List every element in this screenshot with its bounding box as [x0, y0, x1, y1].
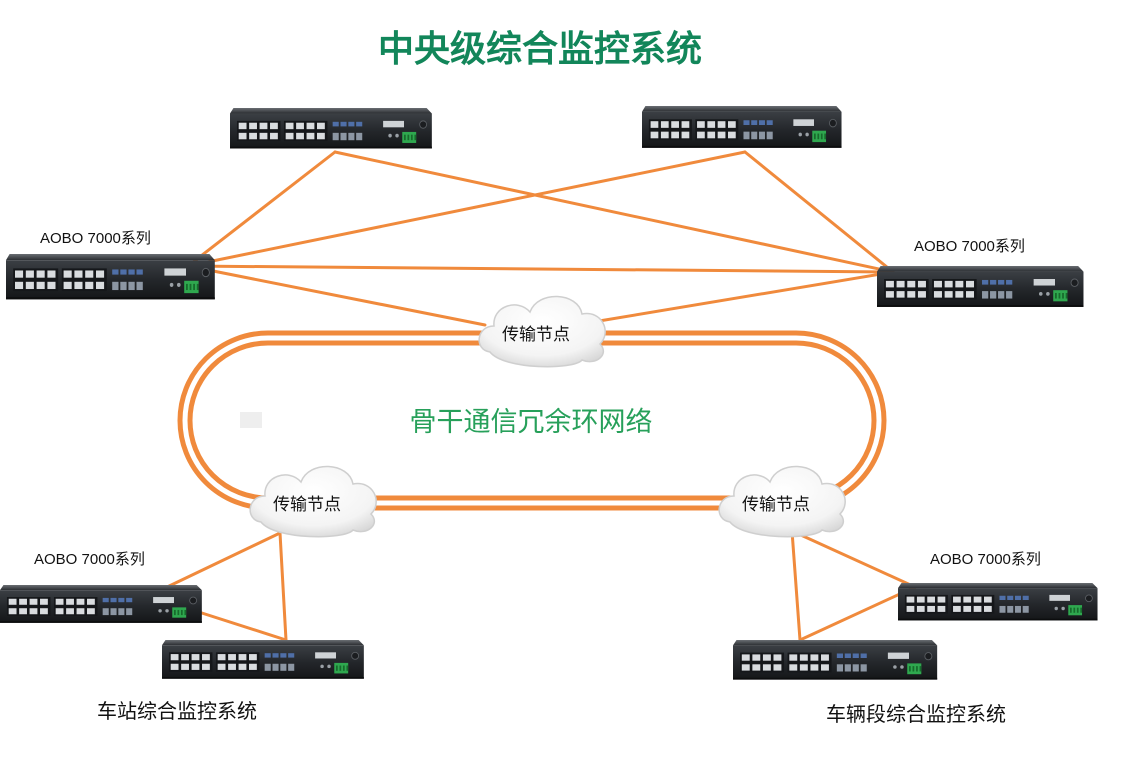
- switch-low-left-b: [161, 639, 365, 680]
- link-b: [186, 150, 747, 268]
- cloud-node-left: 传输节点: [249, 465, 377, 538]
- depot-links: [790, 529, 917, 642]
- switch-mid-left: [5, 253, 216, 300]
- link-a: [186, 150, 337, 268]
- depot-system-label: 车辆段综合监控系统: [826, 702, 1006, 726]
- switch-low-right-b: [732, 639, 938, 681]
- ring-placeholder-box: [240, 412, 262, 428]
- switch-mid-right: [876, 265, 1084, 308]
- link-f: [743, 150, 895, 274]
- link-c: [186, 264, 895, 274]
- switch-top-left: [229, 107, 433, 149]
- cloud-node-top: 传输节点: [478, 295, 606, 368]
- switch-top-right: [641, 105, 842, 149]
- link-g: [573, 270, 895, 327]
- switch-low-left-a: [0, 584, 203, 624]
- node-label: 传输节点: [273, 495, 341, 515]
- device-label-low-right: AOBO 7000系列: [930, 551, 1041, 568]
- station-system-label: 车站综合监控系统: [97, 699, 257, 723]
- device-label-low-left: AOBO 7000系列: [34, 551, 145, 568]
- device-label-mid-left: AOBO 7000系列: [40, 230, 151, 247]
- central-links: [186, 150, 895, 327]
- link-d: [186, 264, 487, 327]
- switch-low-right-a: [897, 582, 1098, 621]
- node-label: 传输节点: [742, 495, 810, 515]
- ring-label: 骨干通信冗余环网络: [410, 407, 653, 438]
- link-e: [333, 150, 895, 274]
- node-label: 传输节点: [502, 325, 570, 345]
- cloud-node-right: 传输节点: [718, 465, 846, 538]
- main-title: 中央级综合监控系统: [378, 29, 702, 70]
- device-label-mid-right: AOBO 7000系列: [914, 238, 1025, 255]
